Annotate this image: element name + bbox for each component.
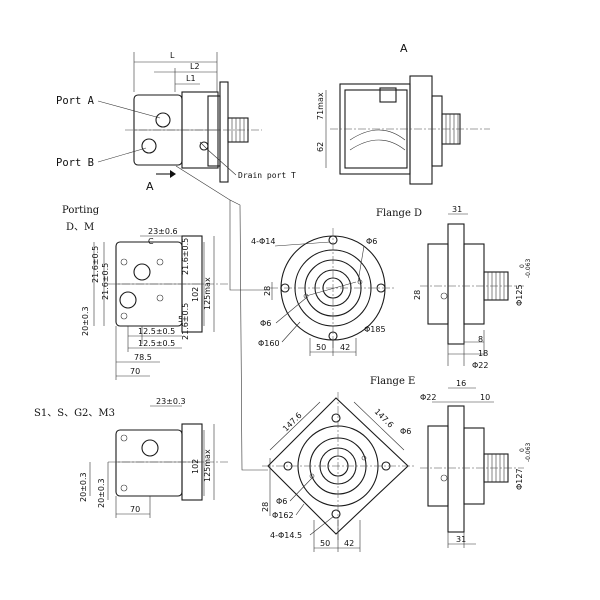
dim-125max-b: 125max <box>203 449 212 482</box>
dim-42-a: 42 <box>340 343 350 352</box>
porting-title: Porting <box>62 205 100 216</box>
dim-phi6-b: Φ6 <box>260 319 271 328</box>
dim-8: 8 <box>478 335 483 344</box>
flange-d-side: Flange D 31 28 Φ125 -0.063 0 8 18 Φ22 <box>376 205 532 370</box>
drain-port-label: Drain port T <box>238 171 296 180</box>
dim-L: L <box>170 51 175 60</box>
dim-21-6-b: 21.6±0.5 <box>101 263 110 300</box>
dim-10: 10 <box>480 393 490 402</box>
dim-102-a: 102 <box>191 287 200 302</box>
dim-125max-a: 125max <box>203 277 212 310</box>
view-a-label: A <box>400 42 408 55</box>
dim-20-b: 20±0.3 <box>79 472 88 502</box>
dim-28-b: 28 <box>413 290 422 300</box>
flange-d-title: Flange D <box>376 208 422 219</box>
dim-phi22-b: Φ22 <box>420 393 436 402</box>
dim-5: 5 <box>178 315 183 324</box>
dim-L1: L1 <box>186 74 196 83</box>
dim-phi6-c: Φ6 <box>400 427 411 436</box>
dim-4-phi14: 4-Φ14 <box>251 237 275 246</box>
dim-28-c: 28 <box>261 502 270 512</box>
leader-line-flange-d <box>175 165 270 291</box>
dim-phi22-a: Φ22 <box>472 361 488 370</box>
porting-dm-view: Porting D、M 23±0.6 C 21.6±0.5 21.6±0.5 2… <box>62 205 230 380</box>
dim-20-a: 20±0.3 <box>81 306 90 336</box>
porting-subtitle: D、M <box>66 222 94 233</box>
dim-31-a: 31 <box>452 205 462 214</box>
dim-phi185: Φ185 <box>364 325 386 334</box>
dim-phi6-a: Φ6 <box>366 237 377 246</box>
dim-21-6-a: 21.6±0.5 <box>91 246 100 283</box>
dim-21-6-c: 21.6±0.5 <box>181 238 190 275</box>
porting-s-view: S1、S、G2、M3 23±0.3 102 125max 20±0.3 20±0… <box>34 397 230 518</box>
flange-d-front: 4-Φ14 Φ6 28 Φ6 Φ185 Φ160 50 42 <box>251 228 396 356</box>
dim-phi125-tol-upper: 0 <box>519 264 526 268</box>
dim-50-b: 50 <box>320 539 330 548</box>
flange-e-title: Flange E <box>370 376 415 387</box>
dim-12-5-a: 12.5±0.5 <box>138 327 175 336</box>
dim-phi125: Φ125 <box>515 284 524 306</box>
section-arrow-a: A <box>146 180 154 193</box>
side-view-main: L L2 L1 Port A Port B A Drain p <box>56 51 296 193</box>
group2-title: S1、S、G2、M3 <box>34 408 115 419</box>
port-b-label: Port B <box>56 157 94 169</box>
dim-62: 62 <box>316 142 325 152</box>
dim-phi127-tol-upper: 0 <box>519 448 526 452</box>
dim-23-3: 23±0.3 <box>156 397 186 406</box>
dim-L2: L2 <box>190 62 200 71</box>
dim-4-phi14-5: 4-Φ14.5 <box>270 531 302 540</box>
dim-21-6-d: 21.6±0.5 <box>181 303 190 340</box>
dim-phi125-tol: -0.063 <box>525 258 532 278</box>
dim-147-6-b: 147.6 <box>373 407 396 430</box>
dim-78-5: 78.5 <box>134 353 152 362</box>
dim-31-b: 31 <box>456 535 466 544</box>
dim-phi127-tol: -0.063 <box>525 442 532 462</box>
dim-phi162: Φ162 <box>272 511 294 520</box>
dim-phi127: Φ127 <box>515 468 524 490</box>
dim-70-b: 70 <box>130 505 140 514</box>
dim-147-6-a: 147.6 <box>281 411 304 434</box>
port-a-label: Port A <box>56 95 95 107</box>
dim-28-a: 28 <box>263 286 272 296</box>
dim-phi160: Φ160 <box>258 339 280 348</box>
view-a: A 71max 62 <box>316 42 490 185</box>
flange-e-front: 147.6 147.6 Φ6 28 Φ6 Φ162 4-Φ14.5 50 42 <box>261 392 414 552</box>
dim-70-a: 70 <box>130 367 140 376</box>
dim-20-c: 20±0.3 <box>97 478 106 508</box>
dim-c: C <box>148 237 154 246</box>
dim-102-b: 102 <box>191 459 200 474</box>
dim-18: 18 <box>478 349 488 358</box>
dim-42-b: 42 <box>344 539 354 548</box>
dim-23: 23±0.6 <box>148 227 178 236</box>
flange-e-side: Flange E 16 Φ22 10 Φ127 -0.063 0 31 <box>370 376 532 548</box>
dim-16: 16 <box>456 379 466 388</box>
leader-line-flange-e <box>229 199 268 471</box>
dim-12-5-b: 12.5±0.5 <box>138 339 175 348</box>
dim-phi6-d: Φ6 <box>276 497 287 506</box>
dim-71max: 71max <box>316 92 325 120</box>
dim-50-a: 50 <box>316 343 326 352</box>
